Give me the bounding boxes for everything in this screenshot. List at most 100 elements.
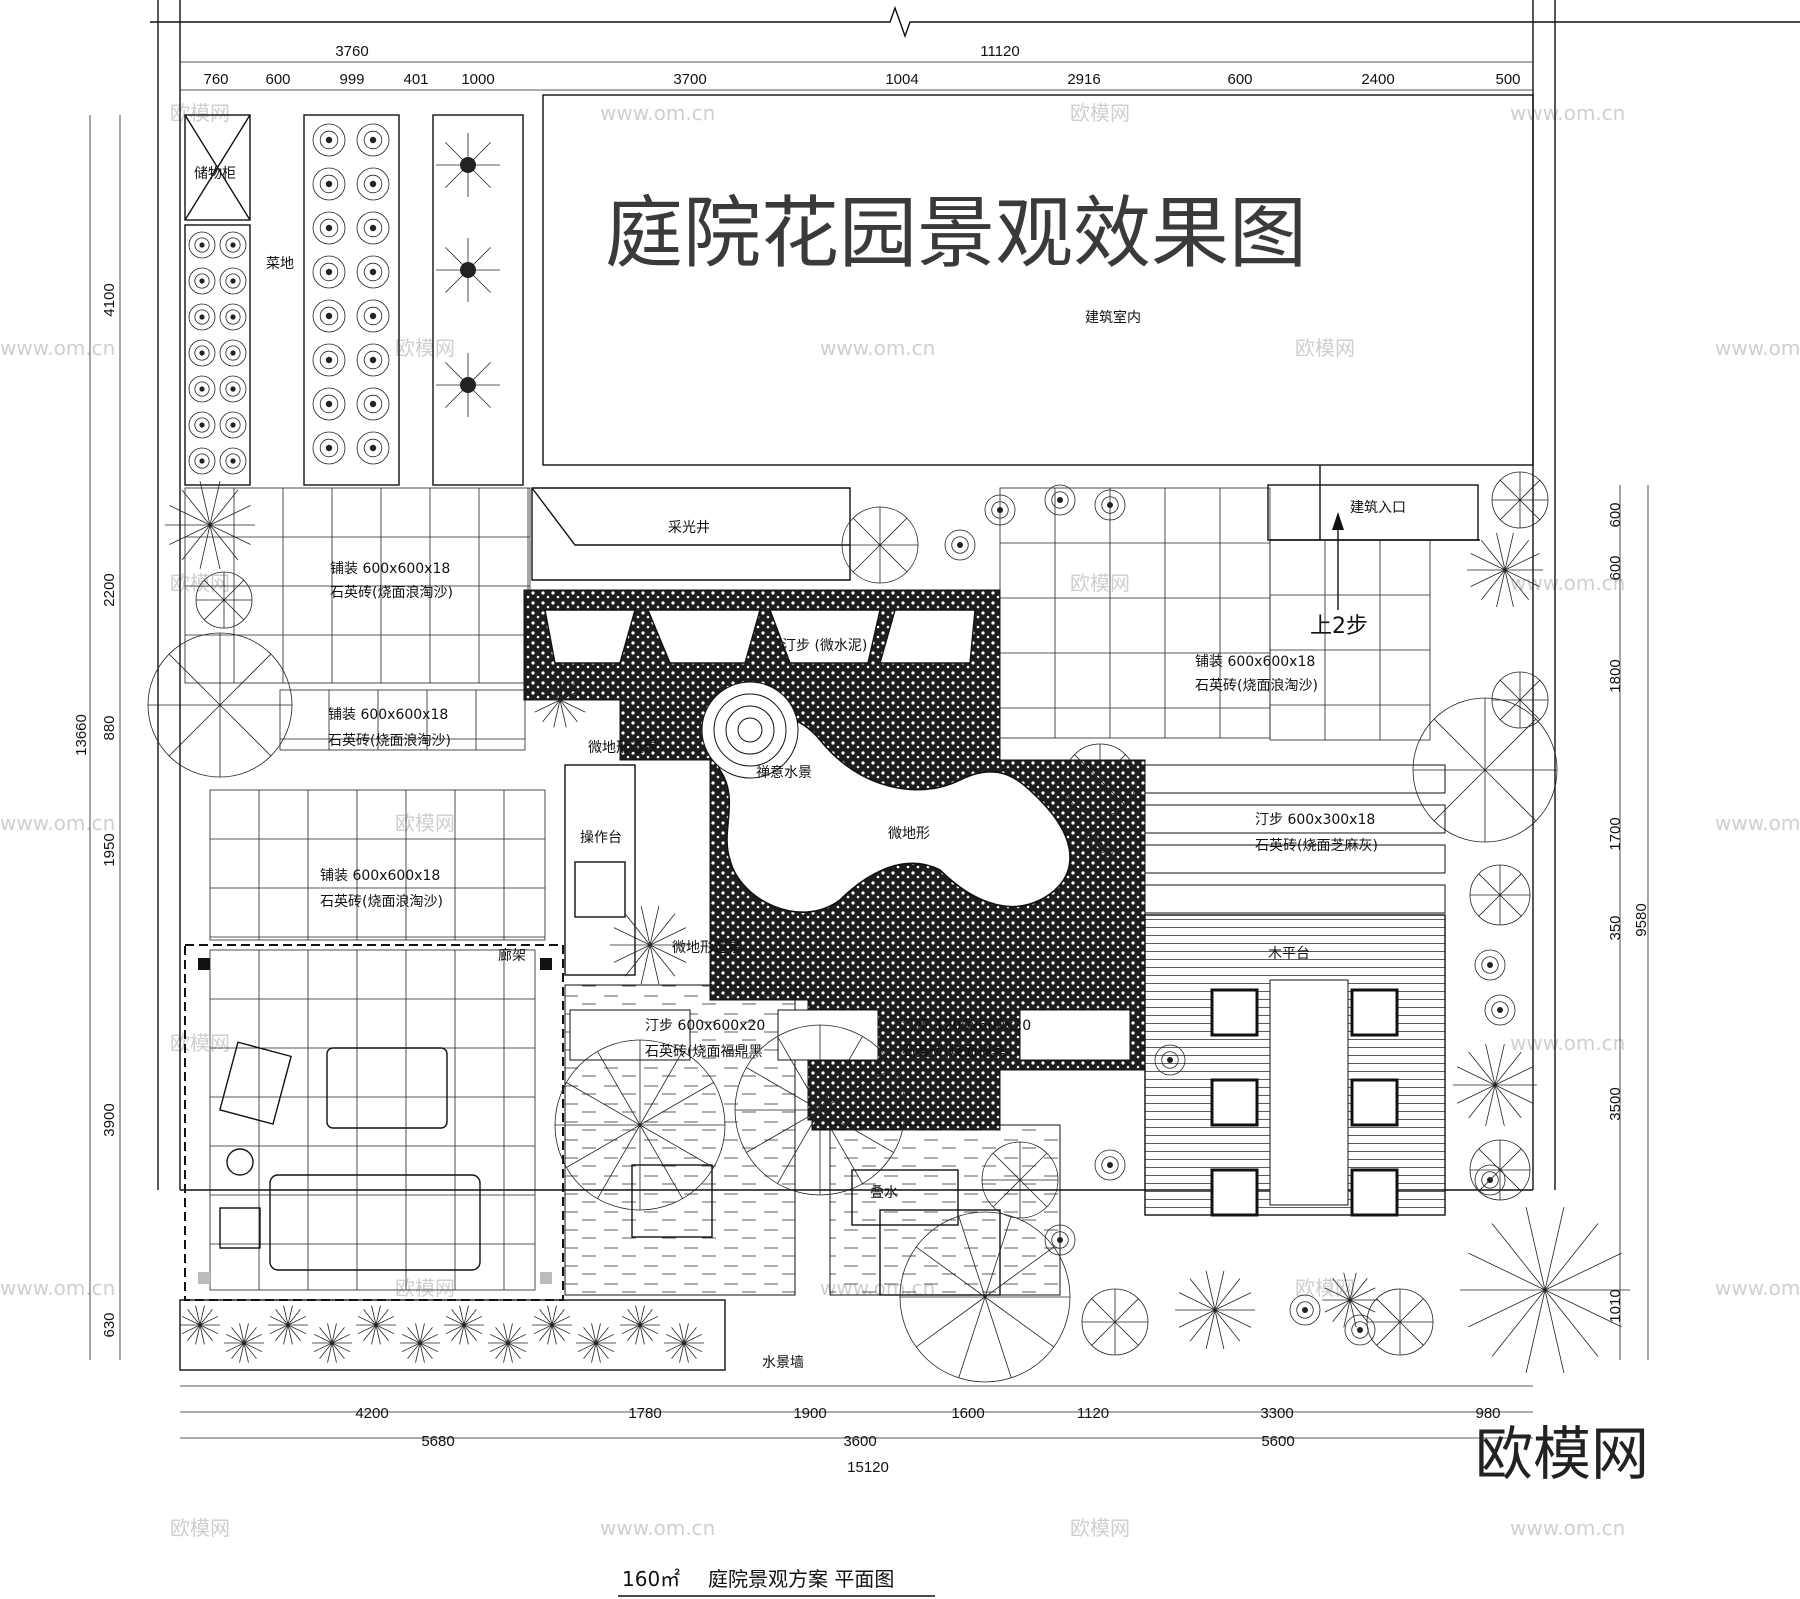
grass-stroke [463, 1309, 477, 1326]
grass-stroke [639, 1309, 653, 1326]
grass-stroke [1349, 1272, 1357, 1301]
grass-stroke [595, 1342, 601, 1363]
grass-stroke [671, 1342, 685, 1359]
shrub-symbol [312, 387, 346, 421]
caption-title: 庭院景观方案 平面图 [708, 1567, 894, 1591]
paving-a-label-2: 石英砖(烧面浪淘沙) [330, 584, 453, 601]
building-interior [542, 94, 1534, 541]
grass-stroke [551, 1315, 571, 1326]
watermark-text: 欧模网 [170, 1516, 230, 1540]
shrub-symbol [219, 339, 247, 367]
dim-top-part: 1004 [885, 71, 918, 88]
grass-stroke [451, 1324, 465, 1341]
grass-stroke [1214, 1270, 1225, 1311]
entrance-arrowhead [1332, 512, 1344, 530]
grass-stroke [553, 699, 561, 728]
grass-stroke [1494, 1043, 1505, 1086]
grass-stroke [1544, 1289, 1565, 1373]
grass-stroke [683, 1342, 697, 1359]
grass-stroke [559, 687, 586, 701]
grass-stroke [507, 1342, 527, 1353]
veg-bed-3 [432, 114, 524, 486]
entrance-zone [1267, 484, 1479, 541]
grass-stroke [671, 1327, 685, 1344]
grass-stroke [1504, 540, 1530, 571]
grass-stroke [225, 1333, 245, 1344]
watermark-text: www.om.cn [1510, 571, 1625, 595]
grass-stroke [231, 1327, 245, 1344]
grass-stroke [1214, 1292, 1252, 1311]
watermark-text: 欧模网 [395, 811, 455, 835]
grass-stroke [635, 1305, 641, 1326]
watermark-text: 欧模网 [1070, 571, 1130, 595]
grass-stroke [181, 1315, 201, 1326]
grass-stroke [613, 927, 651, 946]
grass-stroke [649, 944, 660, 985]
dim-top-part: 3700 [673, 71, 706, 88]
grass-stroke [375, 1324, 395, 1335]
paving-a-label-1: 铺装 600x600x18 [330, 561, 450, 577]
grass-stroke [463, 1324, 469, 1345]
grass-stroke [591, 1323, 597, 1344]
grass-stroke [419, 1323, 425, 1344]
paving-d-label-1: 铺装 600x600x18 [1195, 654, 1315, 670]
grass-stroke [551, 1324, 571, 1335]
grass-stroke [287, 1315, 307, 1326]
grass-stroke [419, 1342, 425, 1363]
zen-water-feature [701, 681, 1071, 913]
shrub-symbol [356, 123, 390, 157]
grass-stroke [209, 524, 239, 561]
grass-stroke [1343, 1299, 1351, 1328]
grass-stroke [463, 1324, 477, 1341]
grass-stroke [209, 524, 221, 569]
grass-stroke [283, 1324, 289, 1345]
grass-stroke [559, 699, 567, 728]
grass-stroke [181, 1324, 201, 1335]
shrub-symbol [1044, 1224, 1076, 1256]
grass-stroke [591, 1342, 597, 1363]
grass-stroke [1332, 1299, 1351, 1323]
step-a-label-1: 汀步 600x600x20 [645, 1018, 765, 1034]
grass-stroke [624, 944, 651, 977]
zen-water-label: 禅意水景 [756, 764, 812, 781]
wood-stepping-strips [1144, 764, 1446, 914]
shrub-symbol [1474, 1164, 1506, 1196]
veg-bed-2 [303, 114, 400, 486]
grass-stroke [243, 1342, 257, 1359]
grass-stroke [665, 1342, 685, 1353]
grass-stroke [559, 699, 586, 713]
grass-stroke [319, 1327, 333, 1344]
grass-stroke [1205, 1270, 1216, 1311]
dim-bottom-part: 3300 [1260, 1405, 1293, 1422]
shrub-symbol [1044, 484, 1076, 516]
grass-stroke [1332, 1277, 1351, 1301]
grass-stroke [371, 1305, 377, 1326]
grass-stroke [1214, 1278, 1241, 1311]
grass-stroke [459, 1305, 465, 1326]
dim-left: 3900 [101, 1103, 118, 1136]
grass-stroke [595, 1333, 615, 1344]
grass-stroke [595, 1323, 601, 1344]
grass-stroke [243, 1333, 263, 1344]
dim-bottom-part: 1900 [793, 1405, 826, 1422]
dim-bottom-part: 980 [1475, 1405, 1500, 1422]
dim-top-part: 2400 [1361, 71, 1394, 88]
grass-stroke [401, 1333, 421, 1344]
dim-top-part: 1000 [461, 71, 494, 88]
watermark-text: www.om.cn [600, 101, 715, 125]
watermark-text: 欧模网 [1295, 336, 1355, 360]
grass-stroke [1349, 1299, 1368, 1323]
grass-stroke [649, 944, 676, 977]
grass-stroke [1494, 1051, 1522, 1086]
grass-stroke [407, 1327, 421, 1344]
shrub-symbol [312, 211, 346, 245]
shrub-symbol [1289, 1294, 1321, 1326]
grass-stroke [331, 1342, 337, 1363]
grass-stroke [199, 1324, 219, 1335]
shrub-symbol [312, 255, 346, 289]
grass-stroke [287, 1309, 301, 1326]
grass-stroke [621, 1315, 641, 1326]
grass-stroke [1504, 569, 1540, 587]
grass-stroke [451, 1309, 465, 1326]
paving-grid [209, 789, 546, 941]
